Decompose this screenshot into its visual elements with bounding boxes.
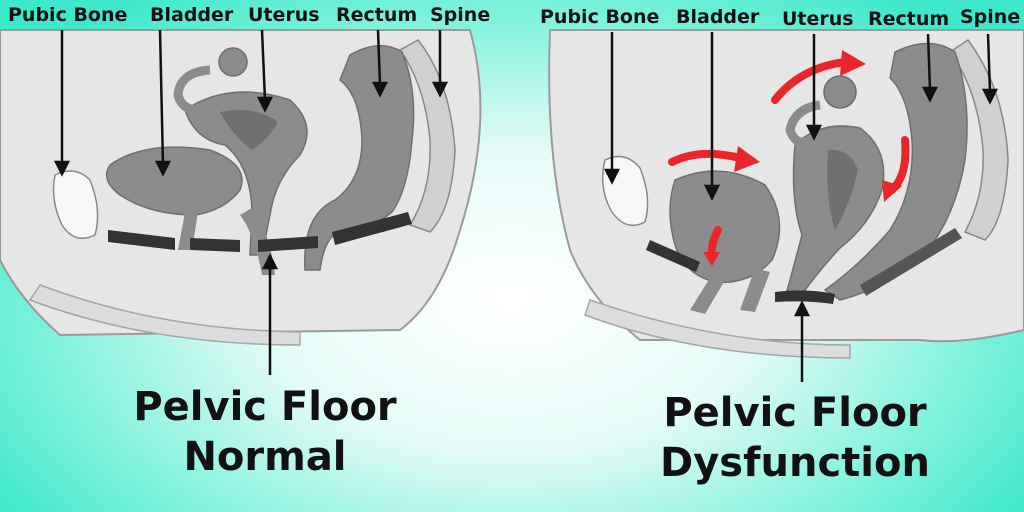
normal-title-line1: Pelvic Floor (133, 384, 397, 430)
dysfunction-fallopian-tube (785, 100, 821, 147)
normal-bladder (105, 146, 243, 216)
dysfunction-ovary (823, 75, 857, 109)
normal-title-line2: Normal (183, 434, 347, 480)
dysfunction-label-uterus: Uterus (782, 8, 854, 30)
dysfunction-pelvic-floor-muscle (646, 240, 700, 272)
dysfunction-title: Pelvic Floor Dysfunction (630, 388, 960, 488)
normal-pubic-bone (52, 170, 99, 240)
normal-uterus (184, 91, 308, 256)
normal-buttock-fold (28, 284, 301, 346)
dysfunction-uterus-cavity (827, 149, 858, 230)
normal-label-uterus: Uterus (248, 4, 320, 26)
dysfunction-label-spine: Spine (960, 6, 1021, 28)
dysfunction-urethra (690, 278, 725, 314)
dysfunction-title-line2: Dysfunction (660, 440, 930, 486)
normal-vaginal-canal (240, 208, 275, 275)
normal-title: Pelvic Floor Normal (100, 382, 430, 482)
normal-uterus-cavity (220, 109, 278, 150)
normal-ovary (218, 47, 248, 77)
dysfunction-label-pubic-bone: Pubic Bone (540, 6, 660, 28)
normal-label-spine: Spine (430, 4, 491, 26)
dysfunction-buttock-fold (584, 299, 851, 359)
normal-label-bladder: Bladder (150, 4, 234, 26)
normal-label-pubic-bone: Pubic Bone (8, 4, 128, 26)
dysfunction-label-bladder: Bladder (676, 6, 760, 28)
dysfunction-vaginal-canal (740, 268, 770, 312)
normal-pelvic-floor-muscle (108, 230, 175, 250)
normal-label-rectum: Rectum (336, 4, 418, 26)
normal-fallopian-tube (173, 65, 211, 115)
dysfunction-label-rectum: Rectum (868, 8, 950, 30)
dysfunction-title-line1: Pelvic Floor (663, 390, 927, 436)
